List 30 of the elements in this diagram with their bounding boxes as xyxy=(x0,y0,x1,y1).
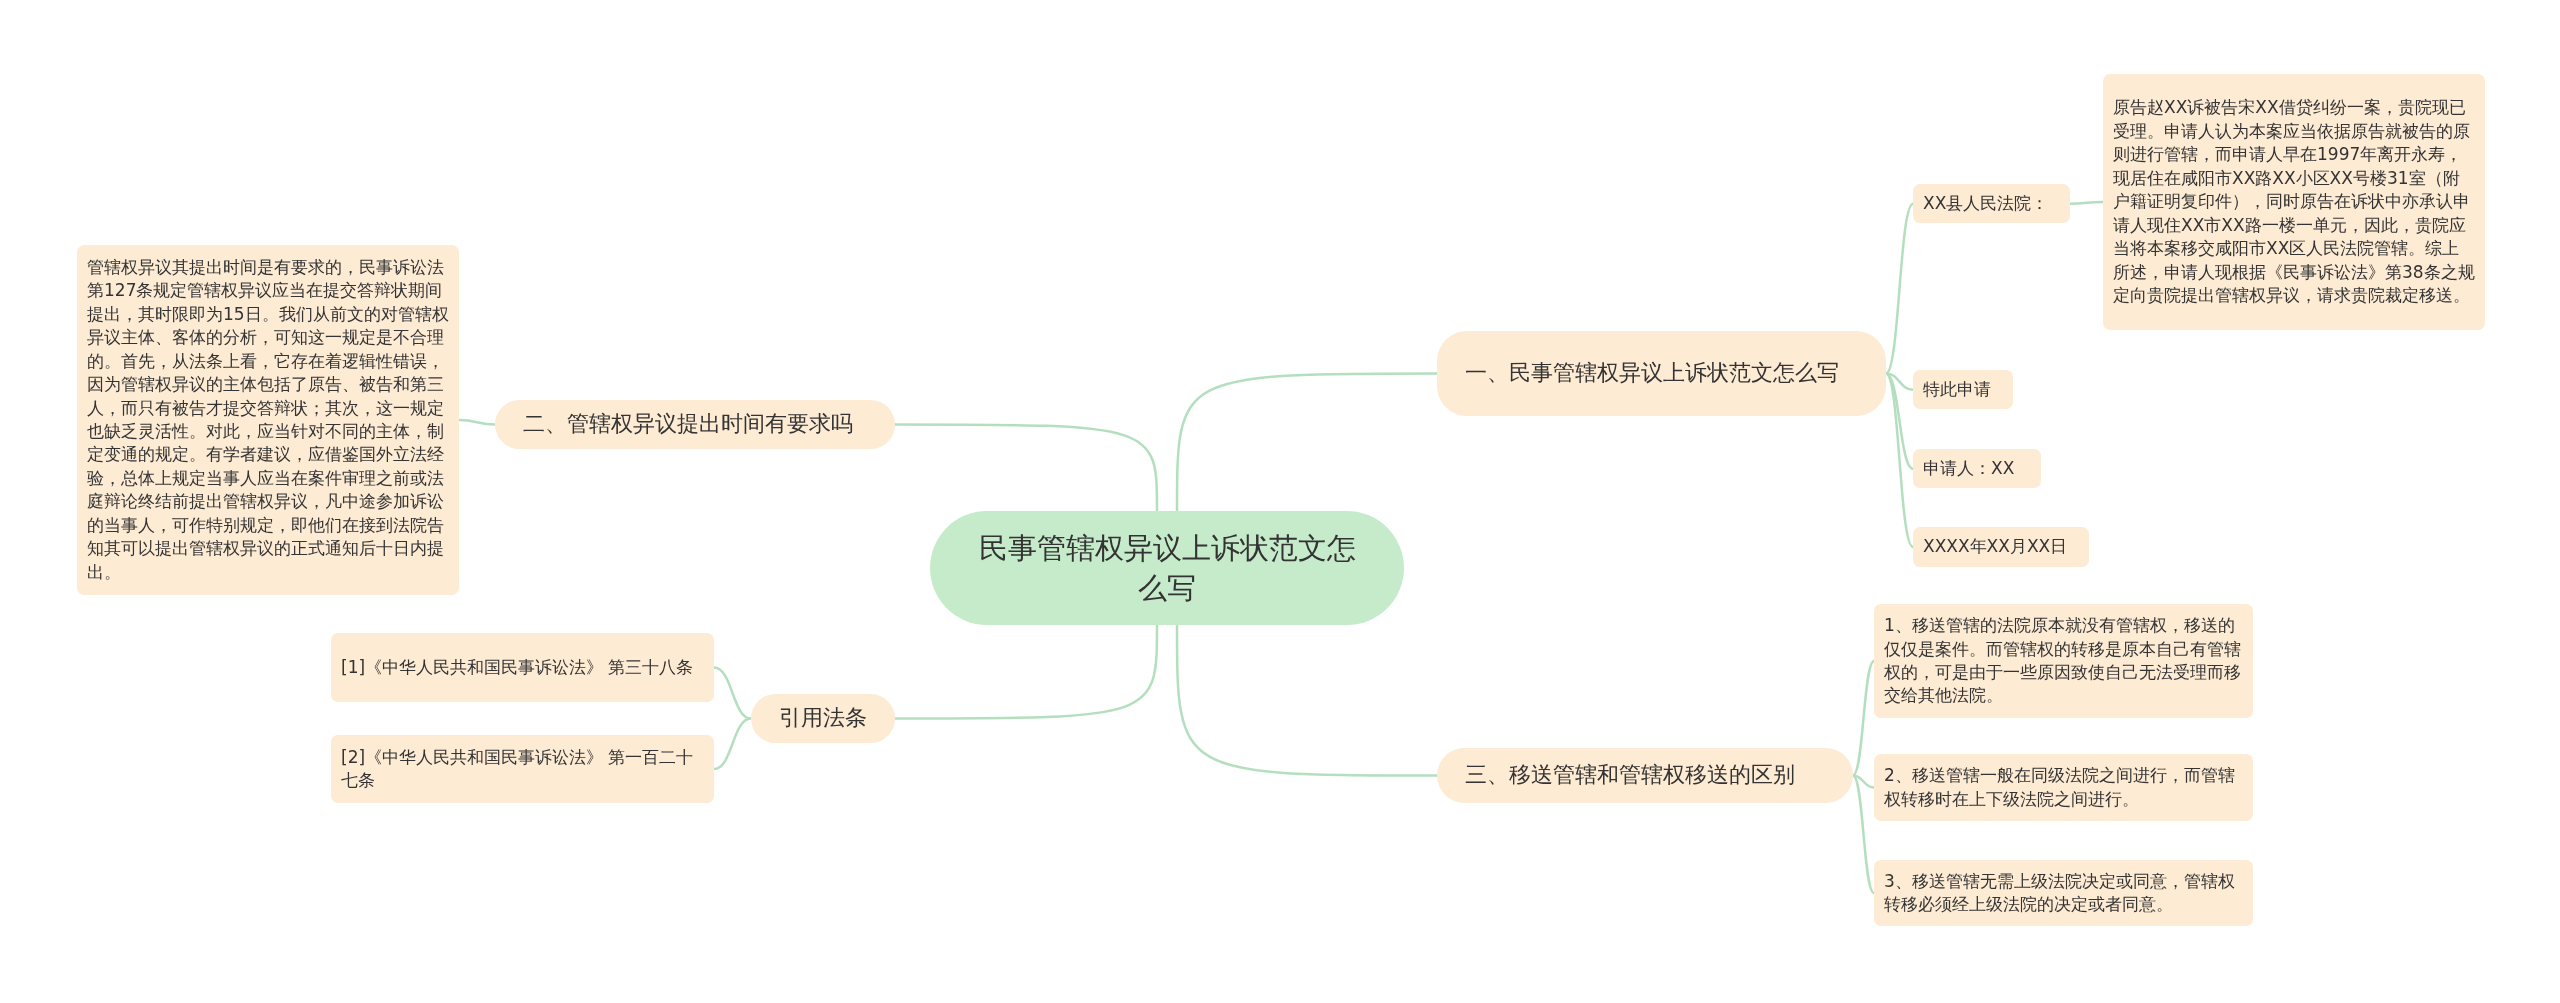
branch-topic: 引用法条 xyxy=(751,694,895,743)
note-card: XX县人民法院： xyxy=(1913,184,2070,224)
connector-line xyxy=(713,666,752,720)
note-card: 原告赵XX诉被告宋XX借贷纠纷一案，贵院现已受理。申请人认为本案应当依据原告就被告的原则进行管辖，而申请人早在1997年离开永寿，现居住在咸阳市XX路XX小区XX号楼31室（附户籍证明复印件），同时原告在诉状中亦承认申请人现住XX市XX路一楼一单元，因此，贵院应当将本案移交咸阳市XX区人民法院管辖。综上所述，申请人现根据《民事诉讼法》第38条之规定向贵院提出管辖权异议，请求贵院裁定移送。 xyxy=(2103,74,2485,330)
connector-line xyxy=(1852,774,1875,894)
note-card: 管辖权异议其提出时间是有要求的，民事诉讼法第127条规定管辖权异议应当在提交答辩状期间提出，其时限即为15日。我们从前文的对管辖权异议主体、客体的分析，可知这一规定是不合理的。首先，从法条上看，它存在着逻辑性错误，因为管辖权异议的主体包括了原告、被告和第三人，而只有被告才提交答辩状；其次，这一规定也缺乏灵活性。对此，应当针对不同的主体，制定变通的规定。有学者建议，应借鉴国外立法经验，总体上规定当事人应当在案件审理之前或法庭辩论终结前提出管辖权异议，凡中途参加诉讼的当事人，可作特别规定，即他们在接到法院告知其可以提出管辖权异议的正式通知后十日内提出。 xyxy=(77,245,459,595)
connector-line xyxy=(895,625,1159,720)
branch-topic: 二、管辖权异议提出时间有要求吗 xyxy=(495,400,895,449)
note-card: 1、移送管辖的法院原本就没有管辖权，移送的仅仅是案件。而管辖权的转移是原本自己有管辖权的，可是由于一些原因致使自己无法受理而移交给其他法院。 xyxy=(1874,604,2253,718)
note-card: XXXX年XX月XX日 xyxy=(1913,527,2089,567)
connector-line xyxy=(713,717,752,771)
note-card: 申请人：XX xyxy=(1913,449,2041,489)
connector-line xyxy=(895,423,1159,511)
note-card: 2、移送管辖一般在同级法院之间进行，而管辖权转移时在上下级法院之间进行。 xyxy=(1874,754,2253,821)
connector-line xyxy=(1852,774,1875,789)
branch-topic: 一、民事管辖权异议上诉状范文怎么写 xyxy=(1437,331,1886,416)
branch-topic: 三、移送管辖和管辖权移送的区别 xyxy=(1437,748,1853,803)
note-card: 3、移送管辖无需上级法院决定或同意，管辖权转移必须经上级法院的决定或者同意。 xyxy=(1874,860,2253,926)
connector-line xyxy=(1885,372,1914,391)
note-card: [1]《中华人民共和国民事诉讼法》 第三十八条 xyxy=(331,633,714,702)
note-card: 特此申请 xyxy=(1913,370,2013,410)
note-card: [2]《中华人民共和国民事诉讼法》 第一百二十七条 xyxy=(331,735,714,803)
connector-line xyxy=(1885,202,1914,375)
connector-line xyxy=(1885,372,1914,548)
connector-line xyxy=(1852,660,1875,777)
central-topic: 民事管辖权异议上诉状范文怎么写 xyxy=(930,511,1404,625)
connector-line xyxy=(1175,372,1437,511)
connector-line xyxy=(1175,625,1437,777)
connector-line xyxy=(2070,200,2103,205)
connector-line xyxy=(458,418,496,426)
